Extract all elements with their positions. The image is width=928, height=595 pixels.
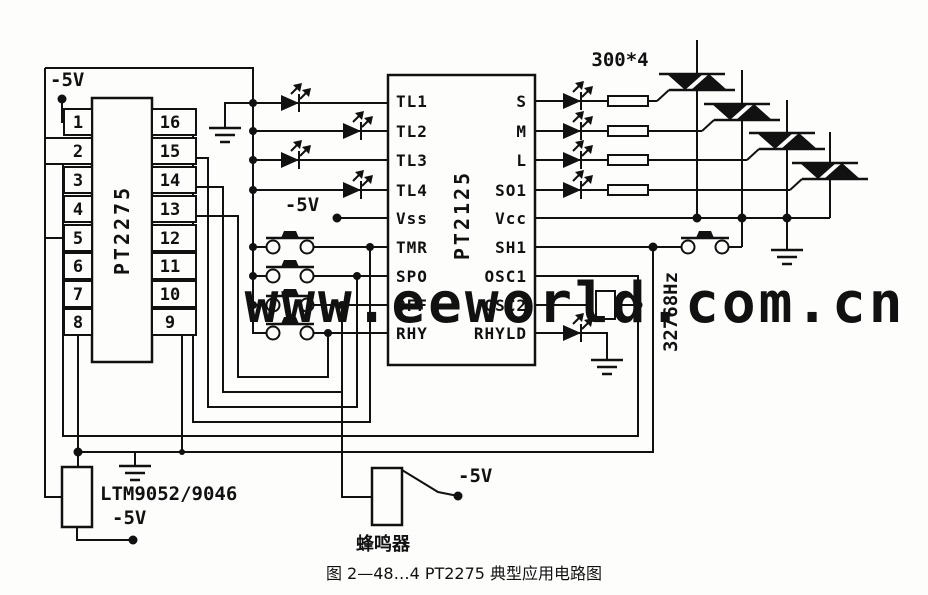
pin-number: 16: [160, 113, 180, 133]
ground-icon: [589, 358, 625, 376]
pin-label: TL4: [396, 181, 428, 200]
led-icon: [342, 169, 374, 200]
pin-number: 2: [73, 142, 83, 162]
wire-ltm-supply: [76, 527, 133, 541]
pin-number: 8: [73, 313, 83, 333]
pin-number: 13: [160, 200, 180, 220]
pin-label: OSC1: [484, 267, 527, 286]
wire-button-right-stubs: [314, 246, 388, 334]
ground-icon: [769, 248, 805, 266]
pin-number: 14: [160, 171, 180, 191]
wire-gnd-branch-top: [224, 102, 253, 128]
crystal-frequency-label: 32768Hz: [660, 272, 682, 352]
wire-left-rail: [44, 68, 62, 498]
resistor-icon: [607, 154, 649, 166]
pin-label: OFF: [396, 296, 428, 315]
led-icon: [280, 82, 312, 113]
figure-caption: 图 2—48…4 PT2275 典型应用电路图: [326, 564, 602, 583]
pin-label: RHY: [396, 324, 428, 343]
pin-label: TMR: [396, 238, 428, 257]
pin-number: 15: [160, 142, 180, 162]
pin-number: 1: [73, 113, 83, 133]
wire-buzzer-supply: [401, 469, 459, 497]
wire-top-rail: [45, 67, 266, 334]
pin-number: 4: [73, 200, 83, 220]
pin-number: 5: [73, 229, 83, 249]
pin-label: TL3: [396, 151, 428, 170]
components: [60, 72, 870, 529]
led-icon: [562, 80, 594, 111]
wire-pin15-spo: [196, 157, 358, 408]
pin-label: S: [516, 92, 527, 111]
pin-label: SPO: [396, 267, 428, 286]
resistor-icon: [607, 184, 649, 196]
wire-rhyld: [535, 332, 608, 360]
pin-number: 11: [160, 257, 180, 277]
wire-sh1-return: [78, 247, 654, 453]
crystal-icon: [588, 290, 623, 320]
resistor-icon: [607, 95, 649, 107]
led-icon: [562, 110, 594, 141]
wire-pin14-off: [196, 186, 342, 393]
led-icon: [562, 169, 594, 200]
led-icon: [562, 139, 594, 170]
pin-number: 3: [73, 171, 83, 191]
supply-label-buzzer: -5V: [458, 465, 492, 487]
pin-label: TL1: [396, 92, 428, 111]
resistor-icon: [607, 125, 649, 137]
buzzer-label: 蜂鸣器: [356, 533, 411, 555]
wire-sh1-btn-right: [729, 218, 743, 248]
chip-pt2275: PT2275 1 2 3 4 5 6 7 8 16 15 14 13 12 11…: [44, 96, 197, 364]
supply-label-ltm: -5V: [112, 507, 146, 529]
pushbutton-tmr: [264, 229, 316, 255]
ground-icon: [207, 126, 243, 144]
labels: -5V -5V 300*4 32768Hz LTM9052/9046 -5V -…: [50, 49, 682, 583]
chip-pt2125: PT2125 TL1 TL2 TL3 TL4 Vss TMR SPO OFF R…: [386, 73, 537, 367]
chip-label-pt2275: PT2275: [110, 185, 134, 275]
pin-label: Vcc: [495, 209, 527, 228]
pin-label: Vss: [396, 209, 428, 228]
chip-label-pt2125: PT2125: [450, 170, 474, 260]
pin-number: 6: [73, 257, 83, 277]
watermark: www.eeworld.com.cn: [245, 271, 906, 336]
junction-dots: [57, 94, 792, 545]
led-icon: [280, 139, 312, 170]
pushbutton-sh1: [679, 229, 731, 255]
wire-off-buzzer: [341, 305, 372, 498]
pin-label: OSC2: [484, 296, 527, 315]
led-icon: [342, 110, 374, 141]
pin-number: 10: [160, 285, 180, 305]
wire-osc-loop: [62, 164, 639, 437]
wire-pin13-rhy: [196, 215, 329, 378]
pin-number: 7: [73, 285, 83, 305]
buzzer-block: [370, 466, 404, 527]
pin-label: M: [516, 122, 527, 141]
supply-label-vss: -5V: [285, 194, 319, 216]
pin-number: 12: [160, 229, 180, 249]
supply-label-top-left: -5V: [50, 69, 84, 91]
pin-label: TL2: [396, 122, 428, 141]
pin-label: L: [516, 151, 527, 170]
ground-icon: [117, 464, 153, 482]
pin-label: SO1: [495, 181, 527, 200]
resistor-group-label: 300*4: [591, 49, 648, 71]
pin-number: 9: [165, 313, 175, 333]
ltm-block: [60, 465, 94, 529]
ltm-part-label: LTM9052/9046: [100, 483, 237, 505]
pin-label: RHYLD: [474, 324, 527, 343]
pin-label: SH1: [495, 238, 527, 257]
